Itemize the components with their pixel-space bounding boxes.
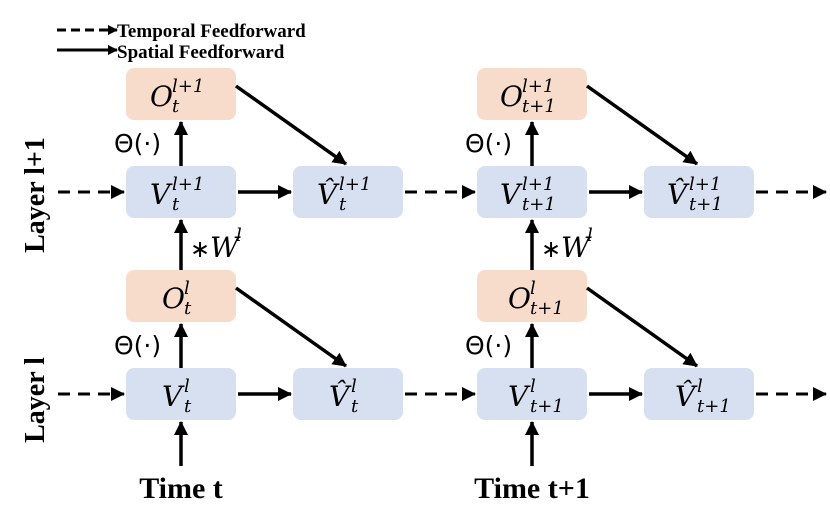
spatial-arrow: [234, 84, 348, 166]
node-symbol: V̂: [329, 380, 352, 413]
node-subscript: t: [339, 194, 347, 215]
node-box-V-t-lower: [126, 368, 236, 420]
node-superscript: l+1: [522, 76, 554, 97]
spatial-arrow: [585, 84, 699, 166]
legend: Temporal Feedforward Spatial Feedforward: [57, 21, 306, 63]
node-box-V-t1-lower: [477, 368, 587, 420]
node-subscript: t: [172, 96, 180, 117]
time-label-t1: Time t+1: [474, 472, 590, 505]
layer-lower-label: Layer l: [20, 357, 51, 443]
node-symbol: O: [150, 80, 173, 113]
node-box-V-t-upper: [126, 166, 236, 218]
node-symbol: O: [162, 282, 185, 315]
theta-operator-label: Θ(·): [114, 331, 161, 360]
node-subscript: t+1: [530, 298, 564, 319]
spatial-arrow: [234, 286, 348, 368]
node-box-Vhat-t-upper: [293, 166, 403, 218]
node-subscript: t: [184, 396, 192, 417]
node-subscript: t+1: [530, 396, 564, 417]
weight-sup: l: [587, 225, 593, 246]
node-subscript: t+1: [522, 194, 556, 215]
theta-operator-label: Θ(·): [465, 129, 512, 158]
node-box-Vhat-t1-lower: [644, 368, 754, 420]
time-label-t: Time t: [139, 472, 223, 505]
weight-star: ∗: [190, 235, 210, 263]
legend-temporal-label: Temporal Feedforward: [117, 21, 306, 42]
node-superscript: l+1: [689, 174, 721, 195]
spatial-arrow: [585, 286, 699, 368]
node-label-Vh-t1-up: V̂l+1t+1: [667, 174, 723, 215]
node-box-O-t1-upper: [477, 68, 587, 120]
node-superscript: l+1: [172, 174, 204, 195]
node-symbol: V: [508, 380, 531, 413]
legend-spatial-label: Spatial Feedforward: [117, 42, 285, 63]
node-box-Vhat-t-lower: [293, 368, 403, 420]
weight-operator-label: ∗ W l: [190, 225, 242, 264]
node-symbol: O: [508, 282, 531, 315]
node-subscript: t: [184, 298, 192, 319]
node-subscript: t+1: [689, 194, 723, 215]
node-label-Vh-t1-lo: V̂lt+1: [675, 376, 731, 417]
node-superscript: l: [530, 278, 536, 299]
node-superscript: l+1: [172, 76, 204, 97]
node-subscript: t: [351, 396, 359, 417]
layer-upper-label: Layer l+1: [20, 137, 51, 253]
node-superscript: l+1: [522, 174, 554, 195]
node-box-O-t1-lower: [477, 270, 587, 322]
node-box-Vhat-t1-upper: [644, 166, 754, 218]
weight-operator-label: ∗ W l: [541, 225, 593, 264]
weight-star: ∗: [541, 235, 561, 263]
node-superscript: l: [351, 376, 357, 397]
node-superscript: l: [697, 376, 703, 397]
node-symbol: V: [150, 178, 173, 211]
node-subscript: t+1: [697, 396, 731, 417]
weight-W: W: [561, 231, 592, 264]
node-symbol: V: [500, 178, 523, 211]
node-box-O-t-upper: [126, 68, 236, 120]
node-subscript: t+1: [522, 96, 556, 117]
node-subscript: t: [172, 194, 180, 215]
node-symbol: V̂: [675, 380, 698, 413]
node-superscript: l: [184, 278, 190, 299]
theta-operator-label: Θ(·): [465, 331, 512, 360]
node-superscript: l: [184, 376, 190, 397]
node-box-V-t1-upper: [477, 166, 587, 218]
node-symbol: V̂: [317, 178, 340, 211]
node-superscript: l+1: [339, 174, 371, 195]
node-label-Vh-t-lo: V̂lt: [329, 376, 359, 417]
theta-operator-label: Θ(·): [114, 129, 161, 158]
weight-W: W: [210, 231, 241, 264]
node-box-O-t-lower: [126, 270, 236, 322]
weight-sup: l: [236, 225, 242, 246]
node-symbol: O: [500, 80, 523, 113]
node-superscript: l: [530, 376, 536, 397]
node-symbol: V: [162, 380, 185, 413]
node-symbol: V̂: [667, 178, 690, 211]
node-label-Vh-t-up: V̂l+1t: [317, 174, 371, 215]
